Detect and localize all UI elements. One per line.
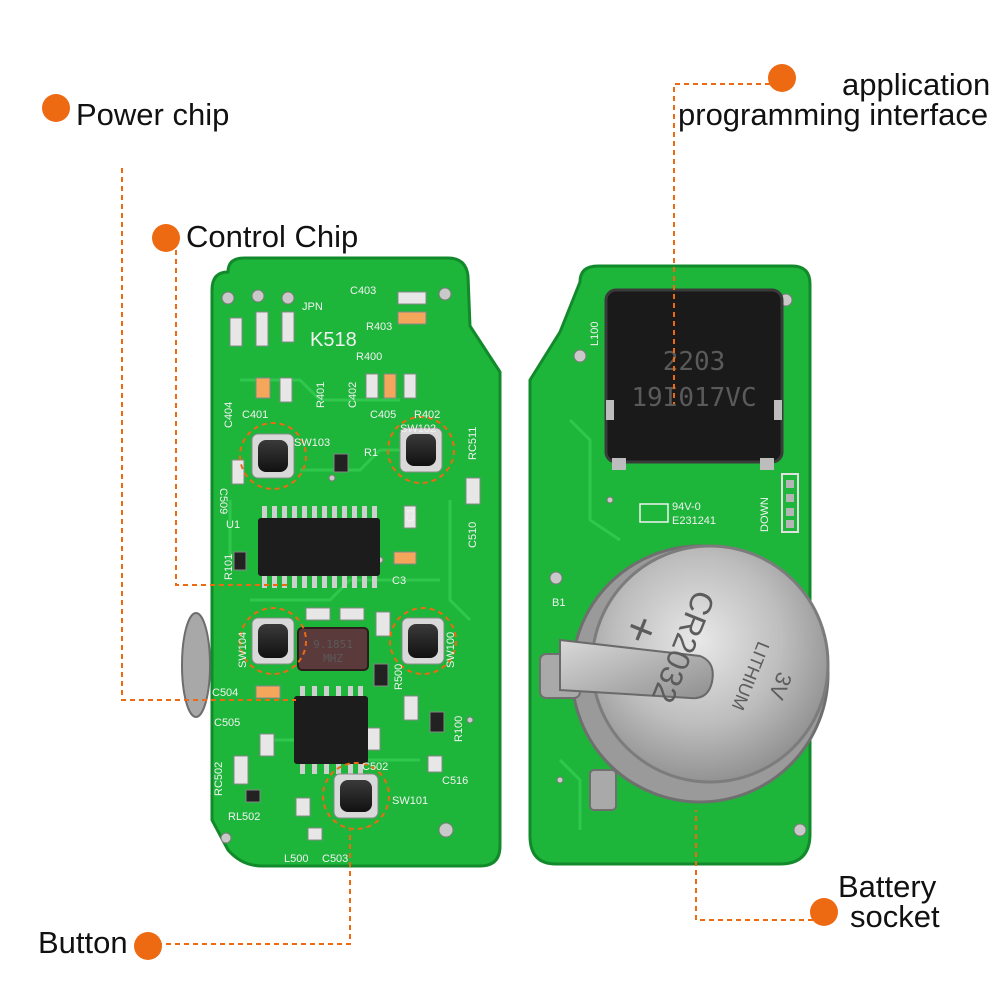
tactile-switches bbox=[251, 427, 445, 819]
battery-socket bbox=[539, 544, 830, 811]
silk-c402: C402 bbox=[347, 382, 359, 408]
callout-dot-power-chip bbox=[42, 94, 70, 122]
retaining-clip bbox=[559, 638, 714, 700]
leader-power-chip bbox=[121, 168, 296, 701]
power-chip bbox=[294, 686, 368, 774]
silk-c516: C516 bbox=[442, 775, 468, 787]
silk-c505: C505 bbox=[214, 717, 240, 729]
silk-c1: C1 bbox=[405, 508, 417, 522]
callout-dot-button bbox=[134, 932, 162, 960]
silk-b1: B1 bbox=[552, 597, 565, 609]
silk-r500: R500 bbox=[393, 664, 405, 690]
header-pins bbox=[781, 473, 799, 533]
silk-cert2: E231241 bbox=[672, 515, 716, 527]
silk-c403: C403 bbox=[350, 285, 376, 297]
silk-sw102: SW102 bbox=[400, 423, 436, 435]
silk-c502: C502 bbox=[362, 761, 388, 773]
back-board: 2203 19I017VC 94V-0 E231241 DOWN L100 B1… bbox=[528, 264, 830, 866]
callout-battery-line2: socket bbox=[850, 899, 940, 934]
silk-cert1: 94V-0 bbox=[672, 501, 701, 513]
silk-c503: C503 bbox=[322, 853, 348, 865]
silk-rl502: RL502 bbox=[228, 811, 260, 823]
crystal-line2: MHZ bbox=[323, 652, 343, 665]
silk-c504: C504 bbox=[212, 687, 238, 699]
silk-c401: C401 bbox=[242, 409, 268, 421]
silk-l100: L100 bbox=[589, 322, 601, 346]
callout-battery-line1: Battery bbox=[838, 869, 937, 904]
vias bbox=[220, 287, 474, 844]
silk-c510: C510 bbox=[467, 522, 479, 548]
control-chip-u1 bbox=[258, 506, 380, 588]
leader-lines bbox=[121, 83, 822, 945]
silk-c509: C509 bbox=[217, 488, 229, 514]
callout-dot-control-chip bbox=[152, 224, 180, 252]
callout-api-line1: application bbox=[842, 67, 991, 102]
cert-box bbox=[639, 503, 669, 523]
leader-api bbox=[673, 83, 770, 404]
callout-button: Button bbox=[38, 925, 128, 960]
leader-button bbox=[148, 830, 351, 945]
callout-power-chip: Power chip bbox=[76, 97, 230, 132]
silk-l500: L500 bbox=[284, 853, 308, 865]
silk-r402: R402 bbox=[414, 409, 440, 421]
back-vias bbox=[549, 293, 807, 837]
silk-r101: R101 bbox=[223, 554, 235, 580]
front-board: 9.1851 MHZ bbox=[181, 256, 502, 868]
callout-dot-battery bbox=[810, 898, 838, 926]
silk-c404: C404 bbox=[223, 402, 235, 428]
silk-jpn: JPN bbox=[302, 301, 323, 313]
crystal-line1: 9.1851 bbox=[313, 638, 353, 651]
crystal: 9.1851 MHZ bbox=[297, 627, 369, 671]
silk-sw104: SW104 bbox=[237, 632, 249, 668]
silk-r401: R401 bbox=[315, 382, 327, 408]
silk-c405: C405 bbox=[370, 409, 396, 421]
callout-dot-api bbox=[768, 64, 796, 92]
callout-api-line2: programming interface bbox=[678, 97, 989, 132]
board-model: K518 bbox=[310, 329, 357, 351]
silk-rc511: RC511 bbox=[467, 427, 479, 460]
silk-r400: R400 bbox=[356, 351, 382, 363]
silk-u1: U1 bbox=[226, 519, 240, 531]
silk-r100: R100 bbox=[453, 716, 465, 742]
leader-battery bbox=[695, 810, 822, 921]
silk-sw101: SW101 bbox=[392, 795, 428, 807]
leader-control-chip bbox=[175, 250, 290, 586]
switch-highlights bbox=[239, 416, 457, 830]
callout-control-chip: Control Chip bbox=[186, 219, 359, 254]
silk-r403: R403 bbox=[366, 321, 392, 333]
programming-interface-chip: 2203 19I017VC bbox=[604, 288, 784, 470]
chip-line1: 2203 bbox=[663, 347, 726, 377]
silk-rc502: RC502 bbox=[213, 762, 225, 796]
silk-sw100: SW100 bbox=[445, 632, 457, 668]
silk-r1: R1 bbox=[364, 447, 378, 459]
smd-components bbox=[229, 291, 481, 841]
silk-sw103: SW103 bbox=[294, 437, 330, 449]
silk-c3: C3 bbox=[392, 575, 406, 587]
battery-edge bbox=[181, 612, 211, 718]
silk-down: DOWN bbox=[759, 497, 771, 532]
chip-line2: 19I017VC bbox=[631, 383, 756, 413]
